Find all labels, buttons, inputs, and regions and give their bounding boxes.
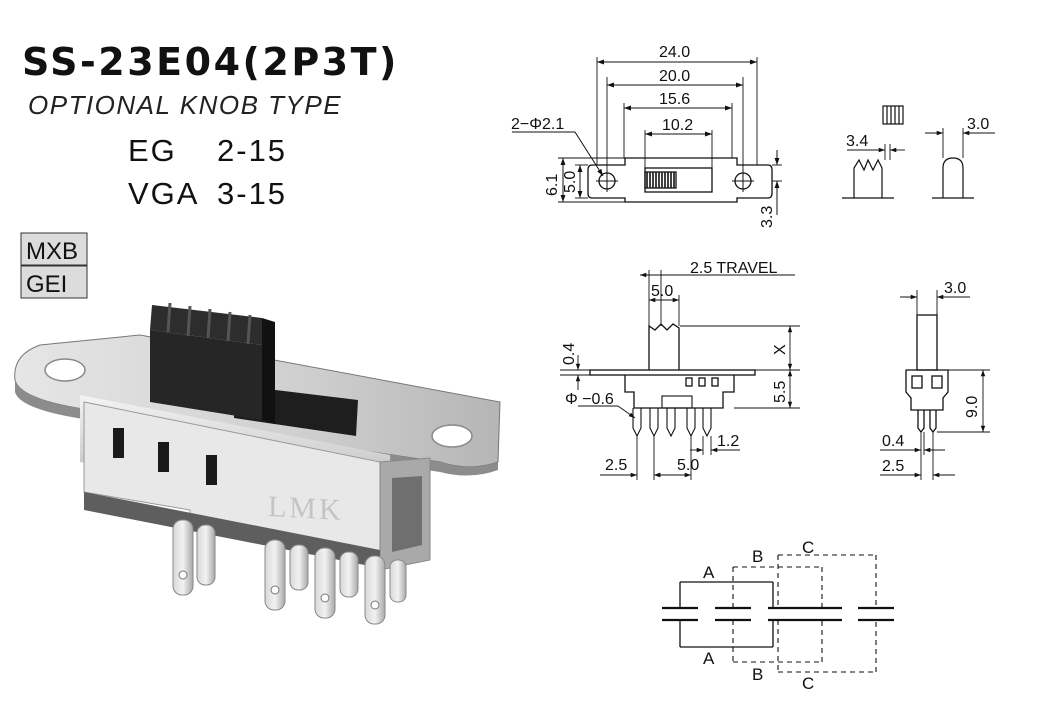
dim-3-3: 3.3: [759, 206, 776, 228]
dim-travel: 2.5 TRAVEL: [690, 260, 778, 277]
side-view-labels: 3.0 9.0 0.4 2.5: [882, 280, 981, 475]
subtitle: OPTIONAL KNOB TYPE: [28, 90, 342, 120]
label-bottom-c: C: [802, 674, 814, 693]
dim-thickness: 0.4: [561, 343, 578, 365]
dim-2-5: 2.5: [882, 458, 904, 475]
label-top-c: C: [802, 538, 814, 557]
top-view-labels: 24.0 20.0 15.6 10.2 2−Φ2.1 6.1 5.0 3.3: [511, 44, 776, 228]
title-block: SS-23E04(2P3T) OPTIONAL KNOB TYPE EG 2-1…: [22, 40, 399, 211]
dim-9-0: 9.0: [964, 396, 981, 418]
product-photo: LMK: [14, 302, 501, 625]
dim-3-0-a: 3.0: [967, 116, 989, 133]
label-bottom-a: A: [703, 649, 715, 668]
dim-3-0-b: 3.0: [944, 280, 966, 297]
dim-pin-width: 1.2: [717, 433, 739, 450]
dim-20: 20.0: [659, 68, 690, 85]
dim-5-0: 5.0: [562, 171, 579, 193]
knob-detail-drawing: [842, 105, 995, 199]
dim-24: 24.0: [659, 44, 690, 61]
side-view-drawing: [880, 290, 990, 480]
dim-x: X: [772, 344, 789, 355]
dim-0-4: 0.4: [882, 433, 904, 450]
knob-detail-labels: 3.4 3.0: [846, 116, 989, 150]
label-bottom-b: B: [752, 665, 763, 684]
vga-label: VGA: [128, 176, 199, 211]
dim-3-4: 3.4: [846, 133, 868, 150]
model-title: SS-23E04(2P3T): [22, 40, 399, 84]
dim-15-6: 15.6: [659, 91, 690, 108]
switch-schematic: [662, 554, 894, 673]
dim-5-5: 5.5: [772, 381, 789, 403]
top-view-drawing: [512, 57, 782, 215]
dim-hole: 2−Φ2.1: [511, 116, 564, 133]
dim-6-1: 6.1: [544, 174, 561, 196]
front-view-labels: 2.5 TRAVEL 5.0 0.4 X 5.5 Φ −0.6 2.5 5.0 …: [561, 260, 789, 474]
eg-label: EG: [128, 133, 177, 168]
photo-marking: LMK: [268, 490, 344, 527]
brand-boxes: MXB GEI: [20, 232, 88, 299]
vga-value: 3-15: [217, 176, 287, 211]
schematic-labels: A B C A B C: [703, 538, 814, 693]
dim-knob-width: 5.0: [651, 283, 673, 300]
eg-value: 2-15: [217, 133, 287, 168]
brand-gei: GEI: [26, 271, 67, 298]
dim-10-2: 10.2: [662, 117, 693, 134]
dim-pitch: 5.0: [677, 457, 699, 474]
brand-mxb: MXB: [26, 238, 78, 265]
front-view-drawing: [560, 270, 800, 480]
dim-pitch-left: 2.5: [605, 457, 627, 474]
dim-pin-dia: Φ −0.6: [565, 391, 614, 408]
label-top-a: A: [703, 563, 715, 582]
label-top-b: B: [752, 547, 763, 566]
